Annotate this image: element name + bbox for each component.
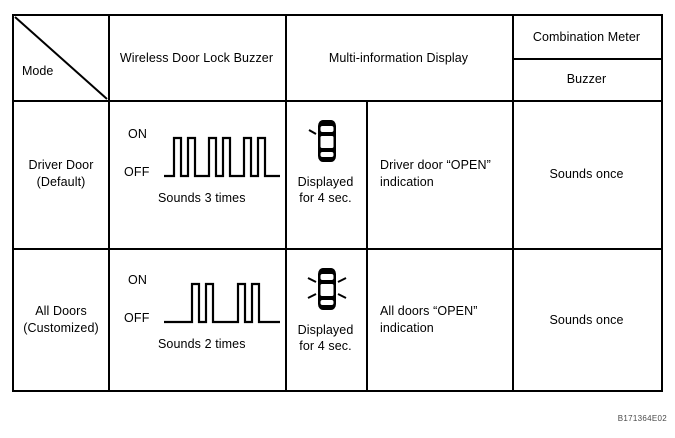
buzzer-waveform-all-doors: ON OFF Sounds 2 times <box>116 272 281 358</box>
grid-vline-buzzer <box>285 16 287 392</box>
specification-table: Mode Wireless Door Lock Buzzer Multi-inf… <box>12 14 663 392</box>
row-all-doors-buzzer-cell: ON OFF Sounds 2 times <box>108 248 285 392</box>
car-top-view-all-doors-open-icon <box>307 268 347 310</box>
header-multi-information-display: Multi-information Display <box>285 16 512 100</box>
grid-hline-row1 <box>14 248 661 250</box>
header-multi-information-display-label: Multi-information Display <box>328 50 469 65</box>
waveform-off-label-row2: OFF <box>124 311 150 325</box>
waveform-trace-row2 <box>164 282 280 324</box>
waveform-on-label-row2: ON <box>128 273 148 287</box>
row-driver-door-display-text-label: Driver door “OPEN” indication <box>380 158 491 189</box>
grid-vline-mid-icon <box>366 100 368 392</box>
row-driver-door-display-icon-cell: Displayed for 4 sec. <box>285 100 366 248</box>
row-driver-door-display-text-cell: Driver door “OPEN” indication <box>366 100 512 248</box>
row-driver-door-mode-cell: Driver Door (Default) <box>14 100 108 248</box>
row-driver-door-meter-buzzer-label: Sounds once <box>549 166 624 181</box>
row-all-doors-display-icon-cell: Displayed for 4 sec. <box>285 248 366 392</box>
mode-corner-label: Mode <box>22 64 54 78</box>
grid-vline-mode <box>108 16 110 392</box>
header-combination-meter: Combination Meter <box>512 16 661 58</box>
row-driver-door-display-icon-caption: Displayed for 4 sec. <box>297 175 354 206</box>
header-combination-meter-buzzer-label: Buzzer <box>566 71 607 86</box>
mode-header-cell: Mode <box>14 16 108 100</box>
row-all-doors-mode-cell: All Doors (Customized) <box>14 248 108 392</box>
header-wireless-door-lock-buzzer: Wireless Door Lock Buzzer <box>108 16 285 100</box>
waveform-on-label-row1: ON <box>128 127 148 141</box>
row-all-doors-meter-buzzer-cell: Sounds once <box>512 248 661 392</box>
header-wireless-door-lock-buzzer-label: Wireless Door Lock Buzzer <box>119 50 274 65</box>
car-top-view-driver-door-open-icon <box>308 120 336 162</box>
buzzer-waveform-driver-door: ON OFF Sounds 3 times <box>116 126 281 212</box>
waveform-off-label-row1: OFF <box>124 165 150 179</box>
row-driver-door-meter-buzzer-cell: Sounds once <box>512 100 661 248</box>
row-driver-door-buzzer-cell: ON OFF Sounds 3 times <box>108 100 285 248</box>
waveform-caption-row1: Sounds 3 times <box>158 191 246 205</box>
waveform-trace-row1 <box>164 136 280 178</box>
row-all-doors-meter-buzzer-label: Sounds once <box>549 312 624 327</box>
diagonal-divider-line <box>14 16 108 100</box>
header-combination-meter-label: Combination Meter <box>532 29 641 44</box>
grid-hline-header <box>14 100 661 102</box>
row-all-doors-mode-label: All Doors (Customized) <box>23 304 99 335</box>
waveform-caption-row2: Sounds 2 times <box>158 337 246 351</box>
figure-reference-code: B171364E02 <box>617 414 667 423</box>
grid-vline-mid-text <box>512 16 514 392</box>
grid-hline-meter-split <box>512 58 661 60</box>
row-all-doors-display-icon-caption: Displayed for 4 sec. <box>297 323 354 354</box>
row-all-doors-display-text-label: All doors “OPEN” indication <box>380 304 478 335</box>
row-all-doors-display-text-cell: All doors “OPEN” indication <box>366 248 512 392</box>
header-combination-meter-buzzer: Buzzer <box>512 58 661 100</box>
row-driver-door-mode-label: Driver Door (Default) <box>28 158 94 189</box>
